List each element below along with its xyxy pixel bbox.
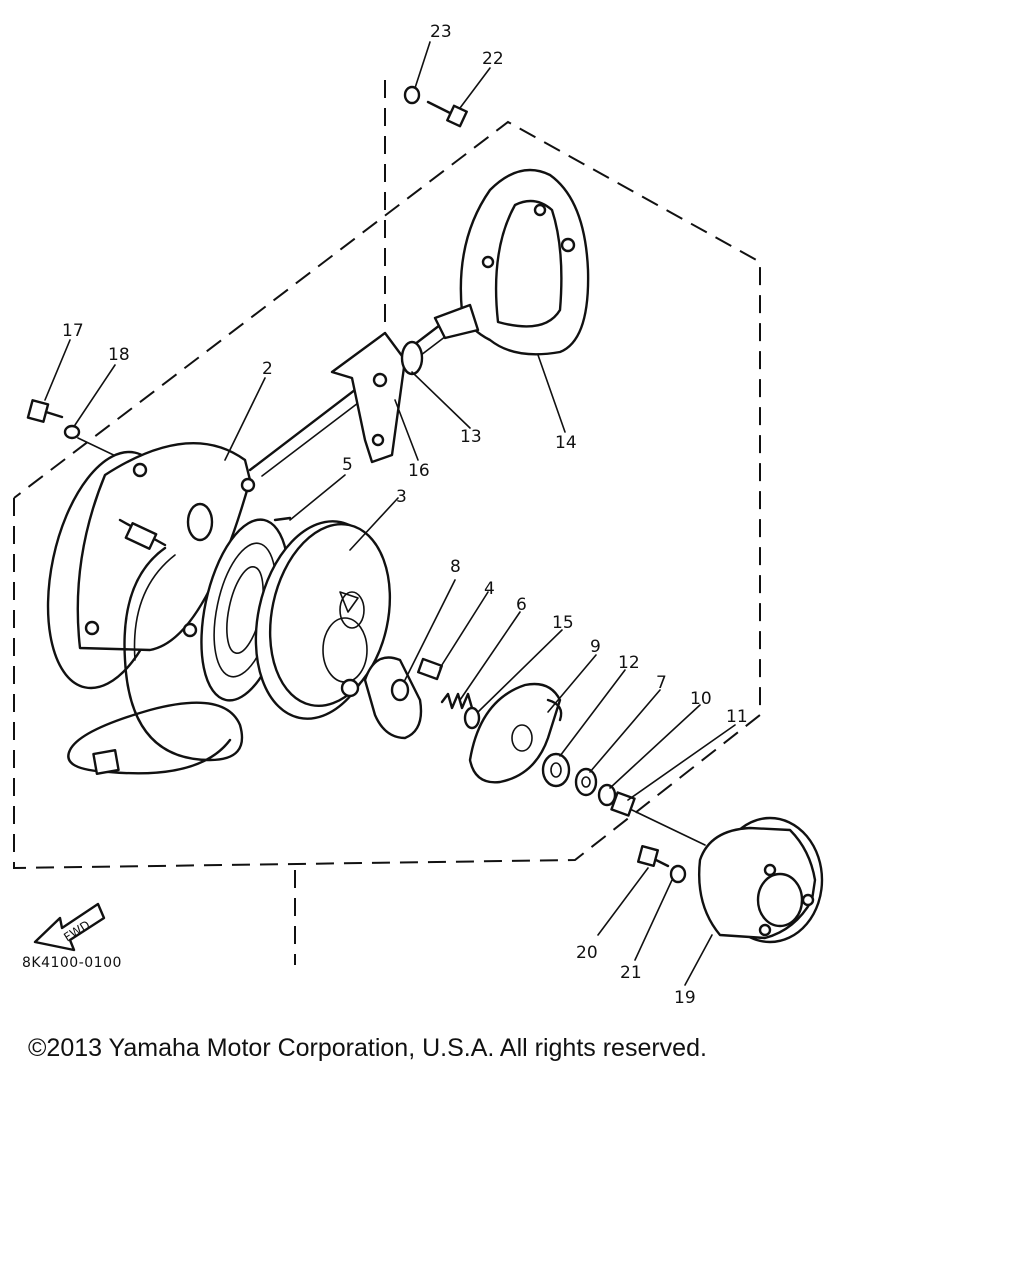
starter-cup-19: [698, 816, 824, 944]
callout-numbers: 23 22 17 18 2 5 3 8 4 6 15 9 12 7 10 11 …: [62, 22, 748, 1008]
washer-7: [574, 767, 598, 797]
callout-11: 11: [726, 707, 748, 727]
callout-2: 2: [262, 359, 273, 379]
drive-pawl-8: [363, 656, 423, 740]
starter-case-2: [46, 442, 256, 690]
collar-15: [463, 706, 481, 730]
washer-12: [541, 752, 571, 788]
callout-9: 9: [590, 637, 601, 657]
rope-pulley-3: [254, 520, 392, 720]
callout-13: 13: [460, 427, 482, 447]
washer-23: [403, 85, 421, 105]
drawing-code: 8K4100-0100: [22, 955, 122, 971]
callout-19: 19: [674, 988, 696, 1008]
assembly-boundary: [13, 120, 761, 870]
callout-5: 5: [342, 455, 353, 475]
callout-18: 18: [108, 345, 130, 365]
callout-14: 14: [555, 433, 577, 453]
grommet-13: [400, 340, 424, 376]
fwd-arrow-icon: FWD: [33, 902, 106, 952]
drive-plate-9: [468, 682, 563, 784]
exploded-parts-diagram: FWD 23 22 17 18 2 5 3 8 4 6: [13, 22, 824, 1008]
pawl-pin-4: [417, 657, 443, 681]
callout-17: 17: [62, 321, 84, 341]
washer-21: [669, 864, 687, 884]
nut-11: [610, 791, 636, 817]
bolt-17: [26, 399, 64, 423]
callout-7: 7: [656, 673, 667, 693]
rope-guide-16: [330, 331, 407, 464]
callout-22: 22: [482, 49, 504, 69]
starter-handle-14: [433, 168, 590, 356]
callout-16: 16: [408, 461, 430, 481]
callout-12: 12: [618, 653, 640, 673]
callout-15: 15: [552, 613, 574, 633]
copyright-notice: ©2013 Yamaha Motor Corporation, U.S.A. A…: [28, 1034, 707, 1062]
callout-6: 6: [516, 595, 527, 615]
callout-8: 8: [450, 557, 461, 577]
callout-4: 4: [484, 579, 495, 599]
bolt-20: [637, 845, 670, 868]
leader-lines: [44, 41, 736, 986]
callout-10: 10: [690, 689, 712, 709]
callout-3: 3: [396, 487, 407, 507]
callout-21: 21: [620, 963, 642, 983]
callout-23: 23: [430, 22, 452, 42]
callout-20: 20: [576, 943, 598, 963]
spring-6: [440, 692, 474, 710]
rope-end-clip: [92, 749, 120, 775]
washer-10: [597, 783, 617, 807]
washer-18: [63, 424, 81, 440]
bolt-22: [426, 100, 468, 128]
